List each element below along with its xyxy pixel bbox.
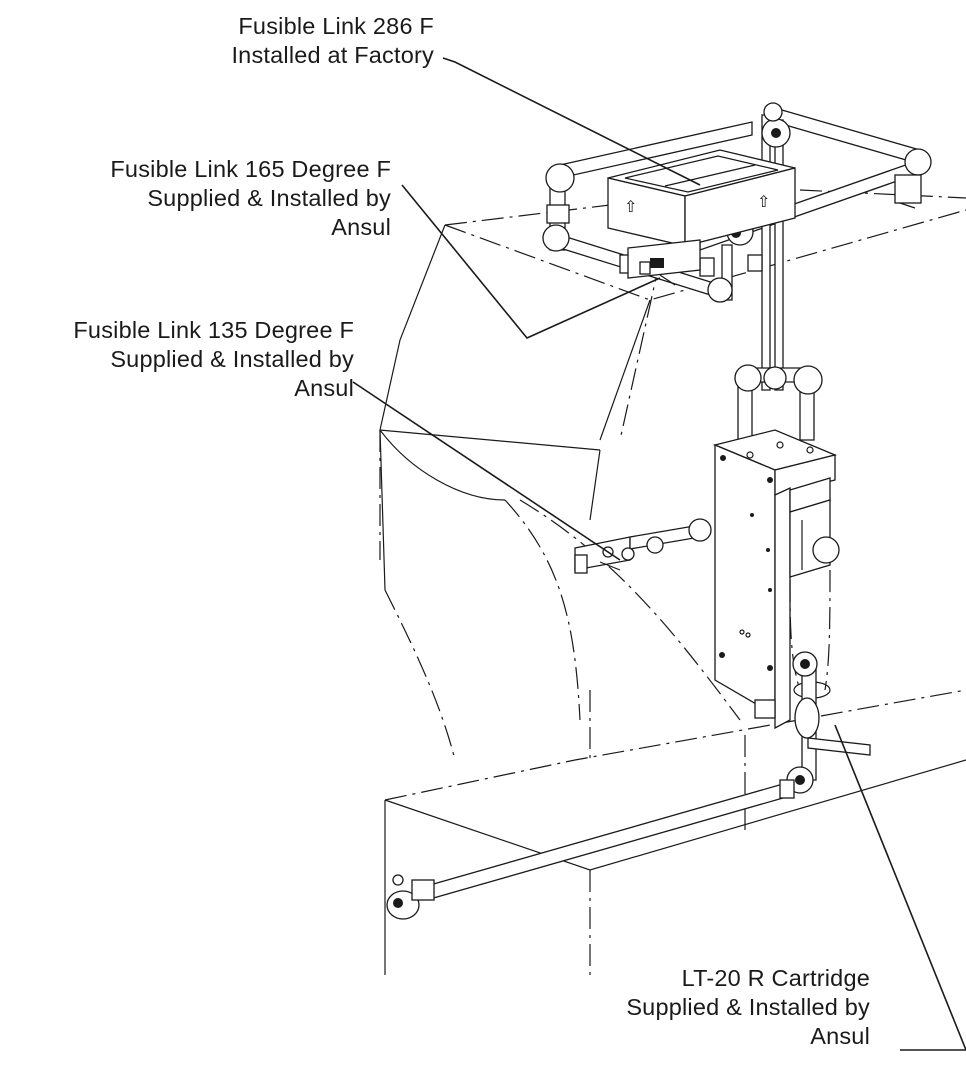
callout-line: Ansul <box>810 1023 870 1049</box>
fusible-link-165-bracket <box>627 239 701 286</box>
upper-pipe-network <box>542 102 932 391</box>
callout-line: Fusible Link 286 F <box>238 13 434 39</box>
callout-line: Supplied & Installed by <box>626 994 870 1020</box>
callout-line: Ansul <box>331 214 391 240</box>
up-arrow-icon: ⇧ <box>757 192 770 211</box>
leader-lines <box>352 57 966 1051</box>
callout-fusible-link-165: Fusible Link 165 Degree F Supplied & Ins… <box>110 155 391 242</box>
lower-pipe-network <box>386 651 871 920</box>
releasing-unit <box>712 364 840 730</box>
fusible-link-135-bracket <box>574 518 712 574</box>
callout-fusible-link-135: Fusible Link 135 Degree F Supplied & Ins… <box>73 316 354 403</box>
hood-outline <box>379 189 966 975</box>
callout-line: LT-20 R Cartridge <box>681 965 870 991</box>
callout-line: Supplied & Installed by <box>110 346 354 372</box>
callout-fusible-link-286: Fusible Link 286 F Installed at Factory <box>231 12 434 70</box>
callout-line: Supplied & Installed by <box>147 185 391 211</box>
callout-line: Ansul <box>294 375 354 401</box>
fusible-link-286-box: ⇧ ⇧ <box>607 149 796 247</box>
up-arrow-icon: ⇧ <box>624 197 637 216</box>
callout-line: Fusible Link 135 Degree F <box>73 317 354 343</box>
callout-line: Installed at Factory <box>231 42 434 68</box>
callout-lt20-cartridge: LT-20 R Cartridge Supplied & Installed b… <box>626 964 870 1051</box>
callout-line: Fusible Link 165 Degree F <box>110 156 391 182</box>
